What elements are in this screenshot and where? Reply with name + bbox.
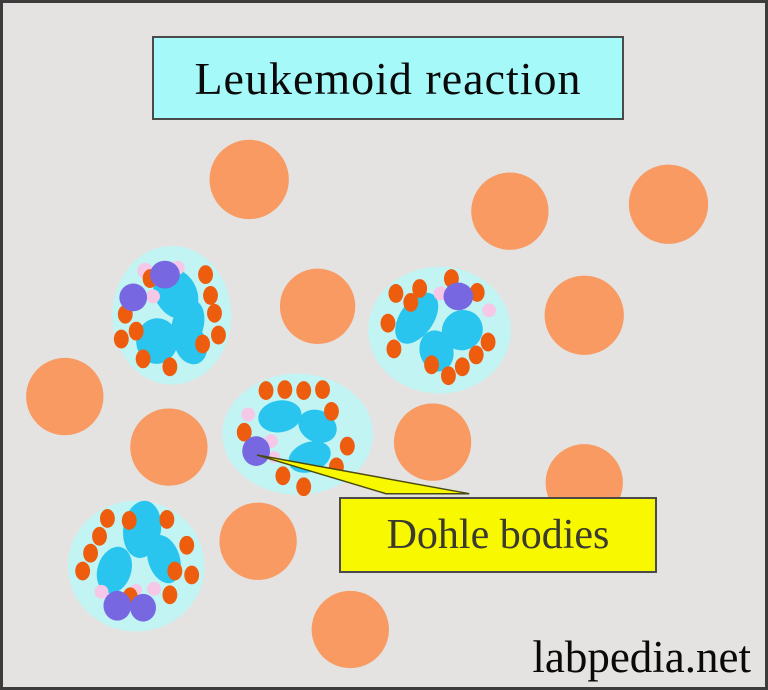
red-blood-cell [628,164,709,244]
toxic-granule [296,381,312,401]
toxic-granule [195,334,211,354]
red-blood-cell [311,590,389,669]
red-blood-cell [471,172,549,250]
toxic-granule [275,466,291,486]
toxic-granule [412,279,428,298]
dohle-bodies-label-box: Dohle bodies [339,497,657,573]
pink-inclusion [94,584,109,599]
toxic-granule [480,332,496,352]
toxic-granule [441,366,456,386]
dohle-body [242,436,270,466]
toxic-granule [211,325,226,345]
toxic-granule [99,509,115,528]
toxic-granule [380,313,396,333]
toxic-granule [179,535,195,555]
red-blood-cell [544,275,624,355]
toxic-granule [454,357,470,377]
toxic-granule [296,477,312,497]
pink-inclusion [482,303,497,318]
toxic-granule [424,355,440,375]
toxic-granule [159,510,175,529]
toxic-granule [198,265,213,285]
toxic-granule [113,329,129,349]
nucleus-lobe [174,323,208,365]
dohle-body [130,593,156,622]
dohle-body [119,283,148,312]
toxic-granule [162,585,178,605]
toxic-granule [135,349,151,369]
toxic-granule [184,565,200,585]
nucleus-lobe [441,309,483,351]
pink-inclusion [147,581,161,596]
dohle-body [150,260,180,289]
toxic-granule [339,436,355,456]
dohle-body [103,590,132,621]
dohle-body [443,282,474,311]
dohle-bodies-label: Dohle bodies [386,512,610,558]
toxic-granule [388,284,404,303]
red-blood-cell [219,502,297,580]
toxic-granule [315,380,330,400]
toxic-granule [324,402,339,421]
neutrophil-cell [112,245,232,385]
neutrophil-cell [222,373,374,497]
toxic-granule [75,561,91,581]
neutrophil-cell [67,500,205,632]
callout-pointer-line [256,454,470,495]
title-box: Leukemoid reaction [152,36,624,120]
toxic-granule [469,283,485,302]
page-title: Leukemoid reaction [194,52,582,104]
watermark-text: labpedia.net [532,632,751,682]
toxic-granule [258,381,274,401]
red-blood-cell [393,403,472,481]
nucleus-lobe [96,546,132,594]
red-blood-cell [279,268,356,345]
red-blood-cell [209,139,289,220]
red-blood-cell [130,408,208,486]
red-blood-cell [26,357,104,436]
pink-inclusion [241,407,256,422]
toxic-granule [162,357,178,377]
toxic-granule [92,526,107,546]
toxic-granule [128,321,144,341]
blood-smear-canvas [26,139,709,669]
nucleus-lobe [258,400,302,433]
toxic-granule [121,511,137,530]
toxic-granule [386,339,402,359]
neutrophil-cell [368,266,511,394]
toxic-granule [167,561,183,581]
pink-inclusion [146,289,160,304]
toxic-granule [83,543,99,563]
toxic-granule [468,345,484,365]
toxic-granule [403,292,419,312]
toxic-granule [203,286,218,305]
toxic-granule [277,380,293,400]
toxic-granule [207,303,222,323]
toxic-granule [236,422,252,442]
